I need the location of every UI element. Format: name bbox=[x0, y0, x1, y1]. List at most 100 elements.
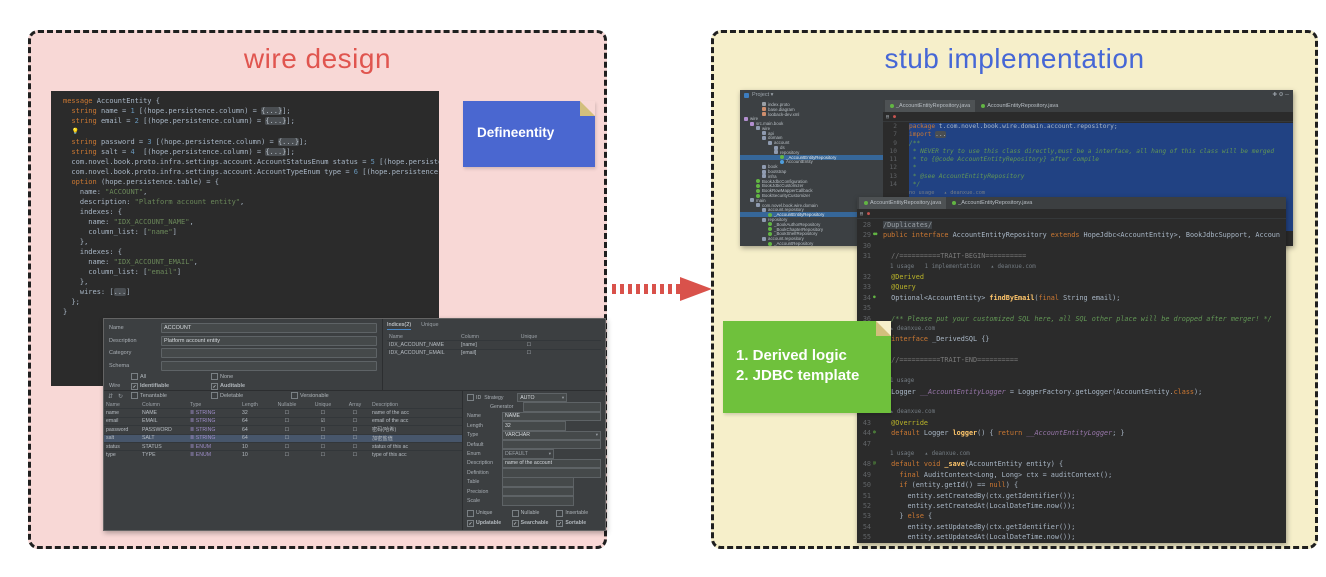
tree-item[interactable]: ds bbox=[740, 145, 883, 150]
table-input[interactable] bbox=[502, 477, 574, 487]
definition-input[interactable] bbox=[502, 468, 601, 478]
folder-icon bbox=[750, 198, 754, 203]
name-input[interactable]: NAME bbox=[502, 411, 601, 422]
tree-item[interactable]: api bbox=[740, 131, 883, 136]
checkbox-none[interactable]: None bbox=[211, 373, 291, 380]
checkbox-sortable[interactable]: ✓Sortable bbox=[556, 519, 587, 527]
checkbox-all[interactable]: All bbox=[131, 373, 211, 380]
tree-item[interactable]: domain bbox=[740, 136, 883, 140]
tree-item[interactable]: wire bbox=[740, 116, 883, 121]
tree-item[interactable]: wire bbox=[740, 126, 883, 131]
window-controls[interactable]: ✚ ⚙ ─ bbox=[1272, 92, 1290, 98]
editor-tab[interactable]: _AccountEntityRepository.java bbox=[947, 197, 1038, 209]
description-input[interactable]: Platform account entity bbox=[161, 335, 377, 346]
checkbox-id[interactable]: ID bbox=[467, 394, 481, 402]
tree-item[interactable]: account bbox=[740, 140, 883, 145]
tree-item[interactable]: _AccountRepository bbox=[740, 241, 883, 246]
tree-item[interactable]: com.novel.book.wire.domain bbox=[740, 203, 883, 208]
name-input[interactable]: ACCOUNT bbox=[161, 323, 377, 333]
tree-item[interactable]: AccountEntity bbox=[740, 160, 883, 164]
checkbox-insertable[interactable]: Insertable bbox=[556, 509, 601, 517]
tree-item[interactable]: BookSecurityCustomizer bbox=[740, 193, 883, 198]
table-row[interactable]: IDX_ACCOUNT_EMAIL[email]☐ bbox=[387, 348, 601, 357]
length-input[interactable]: 32 bbox=[502, 421, 566, 431]
code-line: 35 bbox=[862, 304, 871, 313]
tree-item[interactable]: _AccountEntityRepository bbox=[740, 212, 883, 218]
scale-input[interactable] bbox=[502, 496, 574, 506]
type-select[interactable]: VARCHAR▾ bbox=[502, 430, 601, 441]
tree-item[interactable]: account.repository bbox=[740, 236, 883, 241]
enum-select[interactable]: DEFAULT▾ bbox=[502, 449, 554, 459]
structure-icon[interactable]: ▤ bbox=[886, 113, 890, 120]
reorder-icon[interactable]: ⇵ bbox=[108, 393, 114, 400]
refresh-icon[interactable]: ↻ bbox=[118, 393, 124, 400]
tree-item[interactable]: BookJdbcConfiguration bbox=[740, 179, 883, 184]
code-line: 💡 bbox=[71, 128, 79, 135]
category-input[interactable] bbox=[161, 348, 377, 358]
strategy-select[interactable]: AUTO▾ bbox=[517, 392, 568, 403]
precision-input[interactable] bbox=[502, 486, 574, 497]
tree-item[interactable]: bootstrap bbox=[740, 169, 883, 174]
tab-unique[interactable]: Unique bbox=[421, 322, 439, 328]
description-input[interactable]: name of the account bbox=[502, 458, 601, 469]
code-editor-front[interactable]: 28/Duplicates/29●●public interface Accou… bbox=[857, 219, 1286, 543]
tree-item[interactable]: src.main.book bbox=[740, 121, 883, 126]
generator-input[interactable] bbox=[523, 402, 601, 412]
tree-item[interactable]: account.repository bbox=[740, 208, 883, 212]
schema-input[interactable] bbox=[161, 360, 377, 371]
code-line: 36 /** Please put your customized SQL he… bbox=[862, 314, 1272, 323]
tree-item[interactable]: main bbox=[740, 198, 883, 203]
tree-item[interactable]: repository bbox=[740, 150, 883, 155]
checkbox-deletable[interactable]: Deletable bbox=[211, 392, 291, 399]
breakpoint-icon[interactable]: ● bbox=[867, 210, 871, 217]
description-label: Description bbox=[467, 460, 493, 467]
code-line: 41 Logger __AccountEntityLogger = Logger… bbox=[863, 387, 1203, 396]
code-line: name: "IDX_ACCOUNT_EMAIL", bbox=[63, 258, 198, 266]
editor-tab[interactable]: AccountEntityRepository.java bbox=[976, 100, 1064, 112]
default-input[interactable] bbox=[502, 439, 601, 450]
tree-item[interactable]: base.diagram bbox=[740, 107, 883, 112]
tree-item[interactable]: _BookShelfRepository bbox=[740, 232, 883, 236]
editor-tab[interactable]: AccountEntityRepository.java bbox=[859, 197, 947, 209]
checkbox-tenantable[interactable]: Tenantable bbox=[131, 392, 211, 399]
checkbox-searchable[interactable]: ✓Searchable bbox=[511, 519, 549, 527]
tree-item[interactable]: repository bbox=[740, 217, 883, 222]
checkbox-unique[interactable]: Unique bbox=[467, 509, 512, 517]
tree-item[interactable]: book bbox=[740, 164, 883, 169]
code-line: }; bbox=[63, 298, 80, 306]
tree-item[interactable]: logback-dev.xml bbox=[740, 112, 883, 116]
chevron-down-icon: ▾ bbox=[561, 394, 565, 400]
tree-item[interactable]: _BookAuthorRepository bbox=[740, 222, 883, 227]
code-line: 42 bbox=[857, 397, 1286, 407]
code-line: 51 entity.setCreatedBy(ctx.getIdentifier… bbox=[862, 491, 1076, 500]
checkbox-updatable[interactable]: ✓Updatable bbox=[467, 519, 502, 527]
code-line: column_list: ["email"] bbox=[63, 268, 182, 276]
checkbox-nullable[interactable]: Nullable bbox=[511, 509, 557, 517]
definition-label: Definition bbox=[467, 469, 489, 476]
tree-item[interactable]: index.proto bbox=[740, 102, 883, 107]
breakpoint-icon[interactable]: ● bbox=[893, 113, 897, 120]
checkbox-auditable[interactable]: ✓Auditable bbox=[211, 382, 246, 390]
code-line: string password = 3 [(hope.persistence.c… bbox=[71, 138, 308, 146]
project-selector[interactable]: Project ▾ bbox=[752, 92, 774, 98]
tree-item[interactable]: BookJdbcCustomizer bbox=[740, 184, 883, 188]
tree-item[interactable]: infra bbox=[740, 174, 883, 179]
checkbox-identifiable[interactable]: ✓Identifiable bbox=[131, 382, 170, 390]
ide-window-front: AccountEntityRepository.java_AccountEnti… bbox=[857, 197, 1286, 543]
structure-icon[interactable]: ▤ bbox=[860, 210, 864, 217]
table-row[interactable]: IDX_ACCOUNT_NAME[name]☐ bbox=[387, 340, 601, 348]
checkbox-versionable[interactable]: Versionable bbox=[291, 392, 377, 399]
tab-indices[interactable]: Indices(2) bbox=[387, 322, 412, 330]
tree-item[interactable]: BookRowMapperCallback bbox=[740, 188, 883, 193]
editor-tab[interactable]: _AccountEntityRepository.java bbox=[885, 100, 976, 112]
tree-item[interactable]: _AccountEntityRepository bbox=[740, 154, 883, 160]
tree-item[interactable]: _BookChapterRepository bbox=[740, 227, 883, 232]
